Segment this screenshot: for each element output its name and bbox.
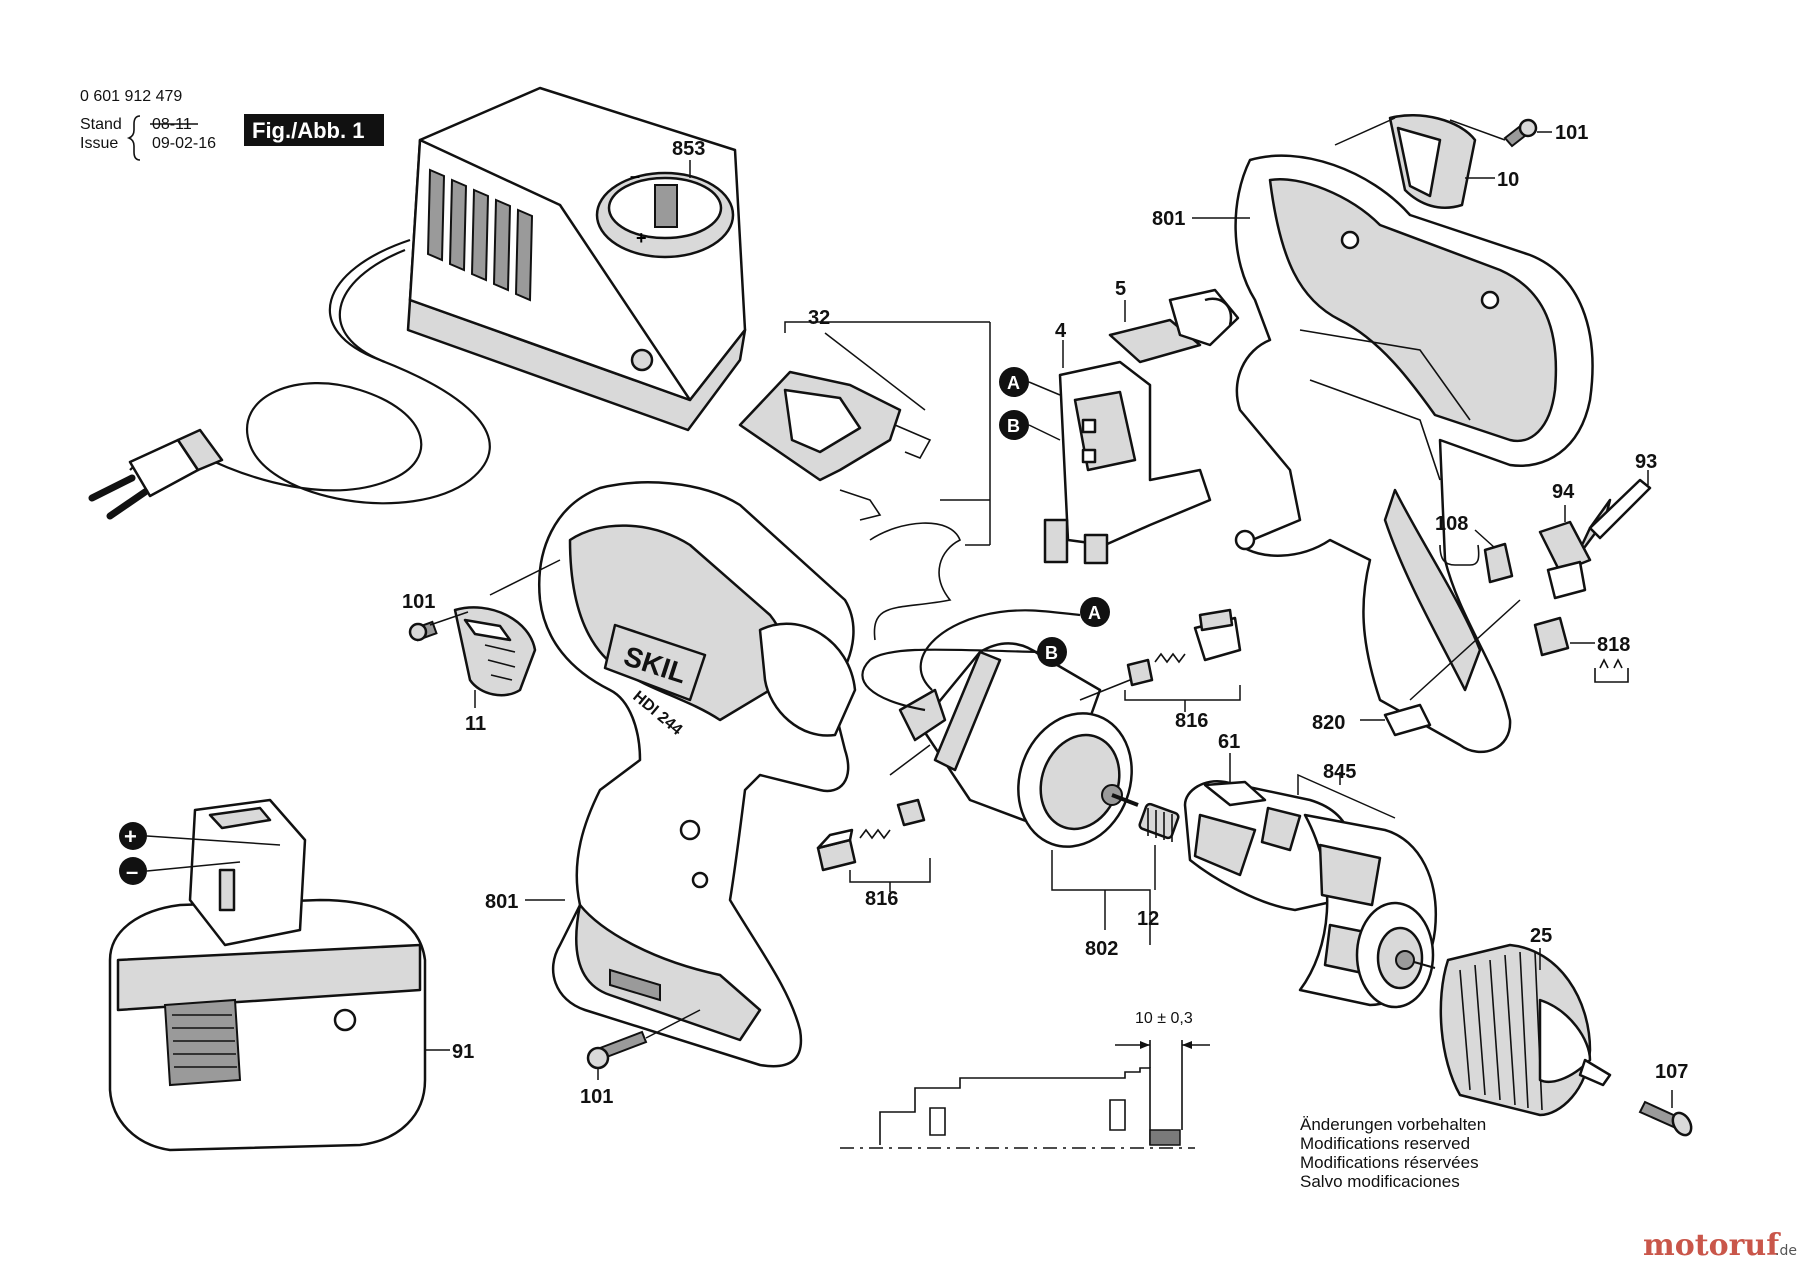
label-12: 12 xyxy=(1137,908,1159,930)
clutch-845 xyxy=(1298,813,1437,1009)
label-sticker-820 xyxy=(1383,703,1432,737)
label-101-bottom: 101 xyxy=(580,1086,613,1108)
label-845: 845 xyxy=(1323,761,1356,783)
note-de: Änderungen vorbehalten xyxy=(1300,1115,1486,1134)
housing-half-801-right xyxy=(1234,154,1594,754)
connector-a-motor-letter: A xyxy=(1088,603,1101,623)
spring-clip-818 xyxy=(1533,616,1629,683)
label-11: 11 xyxy=(465,713,486,735)
screw-101-bottom xyxy=(586,1030,648,1070)
contact-cover-32 xyxy=(738,370,962,641)
plus-terminal-sign: + xyxy=(124,824,137,849)
figure-label-box xyxy=(244,114,384,146)
spring-clip-108 xyxy=(1439,542,1514,584)
connector-a-switch-letter: A xyxy=(1007,373,1020,393)
label-61: 61 xyxy=(1218,731,1240,753)
connector-b-switch-letter: B xyxy=(1007,416,1020,436)
battery-pack-91 xyxy=(108,798,427,1152)
label-820: 820 xyxy=(1312,712,1345,734)
label-801-top: 801 xyxy=(1152,208,1185,230)
stand-label: Stand xyxy=(80,116,122,133)
screw-101-top xyxy=(1503,118,1538,148)
connector-b-motor-letter: B xyxy=(1045,643,1058,663)
label-25: 25 xyxy=(1530,925,1552,947)
charger-cord xyxy=(129,238,491,505)
connector-a-switch: A xyxy=(999,367,1029,397)
label-94: 94 xyxy=(1552,481,1575,503)
part-number: 0 601 912 479 xyxy=(80,88,182,105)
brush-set-816-right xyxy=(1126,608,1242,687)
chuck-mount-dimension-drawing: 10 ± 0,3 xyxy=(840,1010,1210,1149)
label-101-left: 101 xyxy=(402,591,435,613)
modification-notes: Änderungen vorbehalten Modifications res… xyxy=(1300,1115,1486,1191)
label-10: 10 xyxy=(1497,169,1519,191)
note-en: Modifications reserved xyxy=(1300,1134,1470,1153)
label-107: 107 xyxy=(1655,1061,1688,1083)
battery-plus-terminal: + xyxy=(119,822,147,850)
belt-clip-11 xyxy=(453,606,537,697)
label-5: 5 xyxy=(1115,278,1126,300)
battery-minus-terminal: – xyxy=(119,857,147,885)
screw-107 xyxy=(1638,1100,1693,1137)
label-816-left: 816 xyxy=(865,888,898,910)
switch-4 xyxy=(1043,360,1212,565)
charger-screw xyxy=(630,348,654,372)
header-block: 0 601 912 479 Stand Issue 08-11 09-02-16… xyxy=(80,88,384,161)
brace-icon xyxy=(126,115,141,161)
bit-holder-94 xyxy=(1538,520,1592,600)
label-818: 818 xyxy=(1597,634,1630,656)
label-91: 91 xyxy=(452,1041,474,1063)
minus-terminal-sign: – xyxy=(126,859,138,884)
slot-minus-mark: – xyxy=(630,166,640,186)
label-108: 108 xyxy=(1435,513,1468,535)
brush-set-816-left xyxy=(816,798,926,872)
label-32: 32 xyxy=(808,307,830,329)
charger-853: – + xyxy=(88,86,747,520)
note-es: Salvo modificaciones xyxy=(1300,1172,1460,1191)
power-plug xyxy=(88,428,224,520)
note-fr: Modifications réservées xyxy=(1300,1153,1479,1172)
watermark: motoruf .de xyxy=(1643,1228,1797,1263)
watermark-suffix: .de xyxy=(1775,1243,1797,1259)
label-816-right: 816 xyxy=(1175,710,1208,732)
gearbox-61 xyxy=(1183,779,1354,912)
issue-date: 09-02-16 xyxy=(152,135,216,152)
screwdriver-bit-93 xyxy=(1573,478,1652,562)
issue-label: Issue xyxy=(80,135,118,152)
cover-clip-10 xyxy=(1388,114,1477,209)
slot-plus-mark: + xyxy=(636,228,647,248)
motor-802 xyxy=(861,609,1139,848)
connector-b-switch: B xyxy=(999,410,1029,440)
pinion-12 xyxy=(1138,802,1180,842)
connector-a-motor: A xyxy=(1080,597,1110,627)
chuck-25 xyxy=(1439,943,1612,1117)
charger-vents xyxy=(426,168,534,302)
label-853: 853 xyxy=(672,138,705,160)
housing-half-801-left: SKIL HDI 244 xyxy=(538,481,857,1068)
figure-label: Fig./Abb. 1 xyxy=(252,118,364,143)
label-801-left: 801 xyxy=(485,891,518,913)
label-101-top: 101 xyxy=(1555,122,1588,144)
dimension-value: 10 ± 0,3 xyxy=(1135,1010,1193,1027)
watermark-text: motoruf xyxy=(1643,1228,1781,1263)
connector-b-motor: B xyxy=(1037,637,1067,667)
trigger-5 xyxy=(1108,288,1240,364)
label-93: 93 xyxy=(1635,451,1657,473)
screw-101-left xyxy=(408,620,438,642)
label-4: 4 xyxy=(1055,320,1067,342)
label-802: 802 xyxy=(1085,938,1118,960)
